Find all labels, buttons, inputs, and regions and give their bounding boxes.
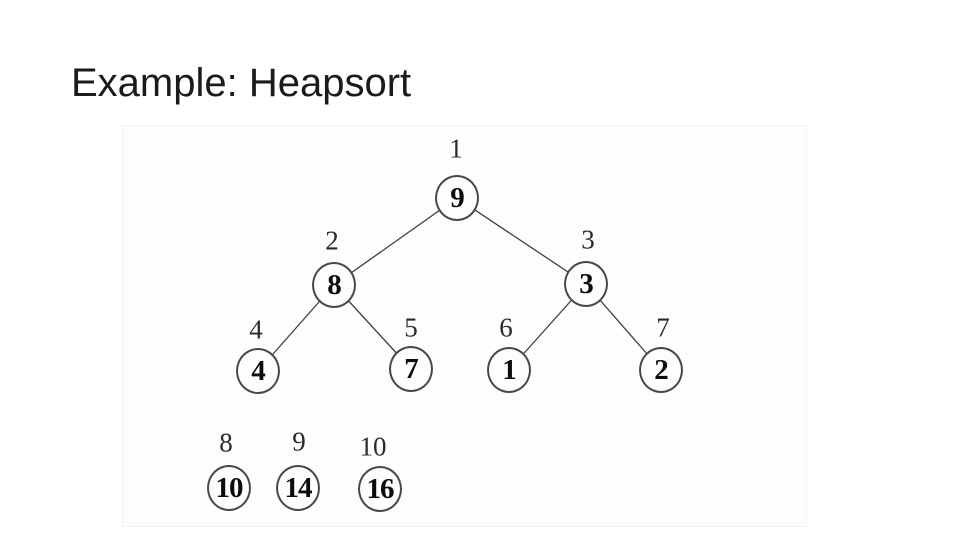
tree-node-3: 3 bbox=[564, 261, 608, 307]
node-index-label-1: 1 bbox=[449, 133, 463, 164]
node-index-label-8: 8 bbox=[219, 427, 233, 458]
page-title: Example: Heapsort bbox=[71, 61, 412, 105]
tree-node-8: 10 bbox=[207, 465, 251, 511]
node-index-label-6: 6 bbox=[499, 312, 513, 343]
node-index-label-3: 3 bbox=[581, 224, 595, 255]
tree-node-10: 16 bbox=[358, 466, 402, 512]
node-index-label-2: 2 bbox=[325, 225, 339, 256]
node-index-label-7: 7 bbox=[656, 312, 670, 343]
node-index-label-10: 10 bbox=[359, 431, 387, 462]
node-index-label-5: 5 bbox=[404, 312, 418, 343]
tree-node-7: 2 bbox=[639, 347, 683, 393]
tree-node-2: 8 bbox=[312, 262, 356, 308]
tree-node-5: 7 bbox=[389, 346, 433, 392]
tree-edge-1-2 bbox=[333, 197, 458, 286]
node-index-label-4: 4 bbox=[249, 314, 263, 345]
tree-node-4: 4 bbox=[236, 348, 280, 394]
node-index-label-9: 9 bbox=[292, 426, 306, 457]
tree-node-6: 1 bbox=[487, 347, 531, 393]
tree-node-9: 14 bbox=[276, 465, 320, 511]
tree-node-1: 9 bbox=[435, 175, 479, 221]
tree-edge-1-3 bbox=[456, 197, 587, 285]
